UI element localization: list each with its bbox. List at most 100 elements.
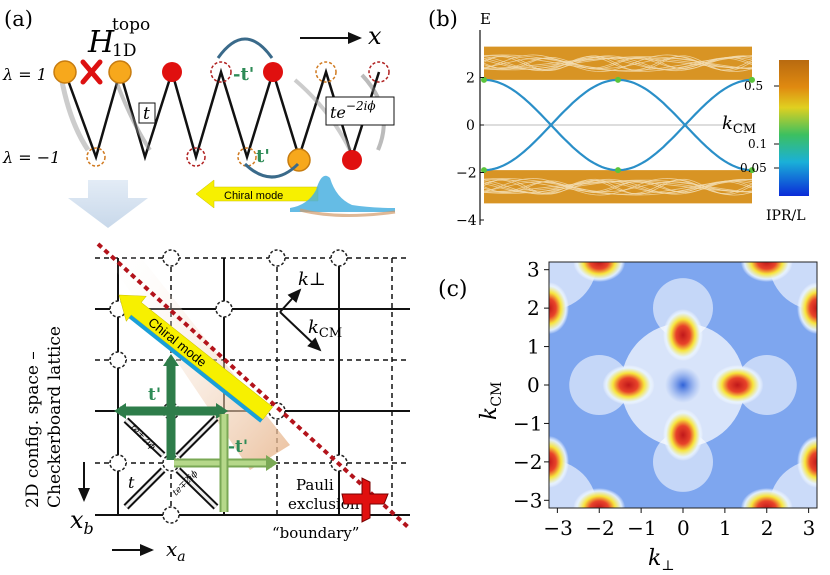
site-empty	[315, 61, 337, 83]
wavepacket	[290, 175, 395, 212]
x-tick-label: 0	[677, 516, 690, 540]
blocked-site-marker	[341, 477, 389, 523]
lambda-plus-label: λ = 1	[2, 65, 47, 84]
site-empty	[237, 147, 257, 167]
k-cm-arrow	[279, 311, 322, 352]
k-perp-label: k⊥	[298, 269, 326, 290]
x-tick-label: 1	[719, 516, 732, 540]
heatmap-body	[549, 262, 817, 508]
heatmap-peak	[663, 408, 703, 461]
y-tick-label: 0	[527, 373, 540, 397]
chiral-mode-top-label: Chiral mode	[224, 190, 283, 202]
kcm-label: kCM	[722, 113, 756, 137]
hamiltonian-sup: topo	[112, 15, 150, 35]
heatmap-peak	[549, 282, 569, 335]
y-tick-label: 1	[527, 335, 540, 359]
lambda-minus-label: λ = −1	[2, 148, 60, 167]
y-tick-label: 3	[527, 258, 540, 282]
x-tick-label: 3	[803, 516, 816, 540]
panel-c-xlabel: k⊥	[648, 546, 675, 574]
hop-minus-tprime-label: -t'	[233, 64, 254, 85]
band-line	[483, 178, 753, 195]
heatmap-peak	[711, 365, 764, 405]
panel-a: (a) H topo 1D x λ = 1 λ = −1	[2, 7, 410, 565]
pauli-text-3: “boundary”	[272, 524, 359, 542]
heatmap-peak	[663, 309, 703, 362]
panel-b-label: (b)	[428, 7, 458, 31]
heatmap-peak	[549, 435, 569, 488]
axis-x-label: x	[368, 22, 382, 50]
band-touch-point	[481, 167, 487, 174]
minus-tprime-cross	[174, 414, 278, 512]
hop-t-label: t	[143, 104, 150, 124]
y-tick-label: −4	[456, 213, 477, 229]
grid-t-label: t	[128, 473, 135, 492]
side-title-1: 2D config. space –	[23, 351, 43, 508]
heatmap-peak	[740, 262, 793, 282]
site-red	[342, 150, 362, 170]
grid-phase1-label: te±2iϕ	[128, 423, 157, 452]
pauli-boundary-line	[96, 242, 410, 529]
hop-tprime-lower-arc	[243, 162, 300, 179]
panel-c-label: (c)	[438, 277, 468, 302]
colorbar-tick-2: 0.05	[740, 161, 767, 175]
y-tick-label: −1	[513, 411, 542, 435]
xb-label: xb	[70, 506, 94, 538]
heatmap-peak	[602, 365, 655, 405]
panel-b: (b) E 20−2−4 kCM 0.5 0.1 0.05 IPR/L	[428, 7, 809, 229]
chiral-mode-arrow-diagonal: Chiral mode	[118, 294, 274, 423]
pauli-text-2: exclusion	[288, 495, 360, 513]
pauli-text-1: Pauli	[296, 476, 334, 494]
site-empty	[210, 61, 232, 83]
heatmap-peak	[573, 262, 626, 282]
band-line	[483, 177, 753, 196]
site-red	[162, 62, 182, 82]
site-empty	[186, 147, 206, 167]
site-orange	[53, 60, 77, 84]
diagonal-hops-inner	[124, 416, 218, 509]
y-tick-label: −2	[456, 166, 477, 182]
hamiltonian-sub: 1D	[112, 41, 136, 61]
site-orange	[287, 148, 311, 172]
band-touch-point	[481, 76, 487, 83]
heatmap-peak	[740, 488, 793, 508]
hop-phase-box	[325, 96, 395, 126]
band-touch-point	[749, 167, 755, 174]
band-line	[483, 177, 753, 196]
band-touch-point	[615, 76, 621, 83]
hop-phase-label: te−2iϕ	[330, 99, 376, 122]
grid-minus-tprime-label: -t'	[228, 437, 248, 457]
heatmap-peak	[573, 488, 626, 508]
panel-b-ylabel: E	[480, 10, 491, 28]
panel-a-label: (a)	[4, 7, 33, 31]
grid-tprime-label: t'	[148, 385, 161, 405]
y-tick-label: −2	[513, 450, 542, 474]
mapping-arrow	[68, 180, 148, 228]
site-red	[263, 62, 283, 82]
colorbar-tick-0: 0.5	[744, 79, 763, 93]
y-tick-label: −3	[513, 488, 542, 512]
colorbar	[779, 60, 809, 196]
k-cm-label: kCM	[308, 317, 342, 341]
colorbar-tick-1: 0.1	[748, 137, 767, 151]
band-touch-point	[749, 76, 755, 83]
heatmap-peak	[797, 282, 817, 335]
side-title-2: Checkerboard lattice	[45, 326, 65, 508]
band-line	[483, 54, 753, 73]
colorbar-label: IPR/L	[766, 208, 806, 224]
hop-tprime-arc	[216, 37, 274, 59]
band-touch-point	[615, 167, 621, 174]
x-tick-label: −3	[543, 516, 572, 540]
site-orange	[108, 60, 132, 84]
band-line	[483, 54, 753, 73]
hamiltonian-base: H	[87, 25, 115, 60]
panel-c-ylabel: kCM	[477, 382, 505, 420]
hop-t-box	[138, 102, 156, 124]
k-perp-arrow	[279, 288, 302, 313]
y-tick-label: 0	[466, 118, 475, 134]
heatmap-center-dip	[665, 367, 701, 403]
hop-tprime-label: t'	[256, 146, 270, 167]
x-tick-label: −2	[585, 516, 614, 540]
